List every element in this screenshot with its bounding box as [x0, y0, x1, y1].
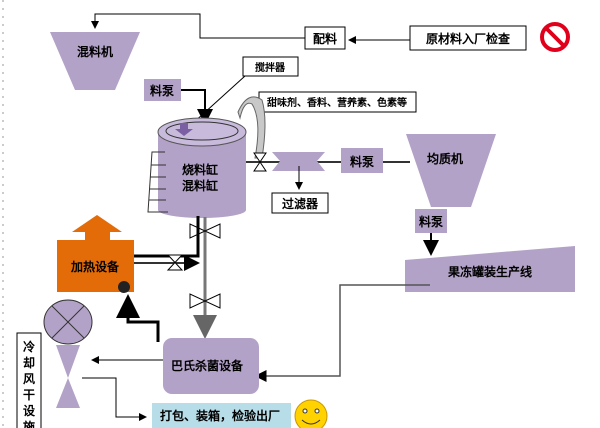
- packing-box: 打包、装箱，检验出厂: [152, 403, 291, 428]
- pipe-heater-to-tank: [134, 216, 200, 258]
- cooling-char: 却: [23, 355, 35, 370]
- pasteurizer: 巴氏杀菌设备: [163, 338, 259, 394]
- mixer: 混料机: [50, 32, 140, 90]
- filter-label: 过滤器: [282, 196, 319, 211]
- filling-line-label: 果冻罐装生产线: [447, 264, 532, 279]
- cooling-char: 干: [23, 388, 35, 402]
- packing-label: 打包、装箱，检验出厂: [160, 408, 280, 423]
- ladder-icon: [147, 151, 168, 213]
- pump3-box: 料泵: [415, 209, 447, 233]
- cooling-fan: [43, 299, 93, 408]
- valve-icon: [166, 254, 184, 271]
- pump1-label: 料泵: [150, 83, 174, 98]
- cooling-char: 冷: [23, 339, 35, 354]
- homogenizer-label: 均质机: [427, 151, 463, 166]
- inlet-arrow-icon: [175, 123, 193, 136]
- raw-inspection-box: 原材料入厂检查: [409, 25, 527, 51]
- valve-icon: [189, 293, 221, 309]
- cooling-char: 施: [23, 419, 35, 428]
- prohibit-icon: [540, 22, 570, 52]
- heater-label: 加热设备: [70, 259, 120, 274]
- pipe-pasteurizer-to-heater: [116, 294, 160, 342]
- arrow-batching-to-mixer: [91, 13, 305, 39]
- batching-box: 配料: [304, 26, 346, 50]
- pasteurizer-label: 巴氏杀菌设备: [171, 358, 244, 373]
- homogenizer: 均质机: [406, 134, 496, 207]
- arrow-filling-to-pasteurizer: [254, 284, 430, 382]
- batching-label: 配料: [313, 31, 337, 46]
- tank-label-2: 混料缸: [182, 178, 218, 193]
- stirrer-box: 搅拌器: [242, 56, 299, 77]
- stirrer-label: 搅拌器: [255, 61, 286, 74]
- pump1-box: 料泵: [144, 79, 181, 101]
- filter-shape: [272, 152, 325, 171]
- filling-line: 果冻罐装生产线: [405, 246, 575, 292]
- cooling-char: 风: [23, 372, 35, 386]
- cooling-box: 冷 却 风 干 设 施: [16, 332, 42, 428]
- smiley-icon: [294, 399, 328, 428]
- curved-arrow-icon: [237, 96, 266, 159]
- pump2-box: 料泵: [341, 148, 383, 173]
- heater: 加热设备: [57, 215, 134, 293]
- filter-box: 过滤器: [271, 192, 329, 214]
- stirrer-leader-line: [191, 75, 246, 125]
- valve-icon: [253, 152, 267, 172]
- additives-label: 甜味剂、香料、营养素、色素等: [267, 96, 407, 109]
- additives-box: 甜味剂、香料、营养素、色素等: [258, 91, 417, 113]
- mixer-label: 混料机: [77, 44, 113, 59]
- raw-inspection-label: 原材料入厂检查: [426, 31, 511, 46]
- mixing-tank: 烧料缸 混料缸: [147, 117, 247, 218]
- arrow-cooling-to-packing: [82, 377, 147, 421]
- pump3-label: 料泵: [419, 214, 443, 229]
- pump2-label: 料泵: [350, 154, 374, 169]
- cooling-char: 设: [23, 403, 36, 418]
- tank-label-1: 烧料缸: [182, 162, 218, 177]
